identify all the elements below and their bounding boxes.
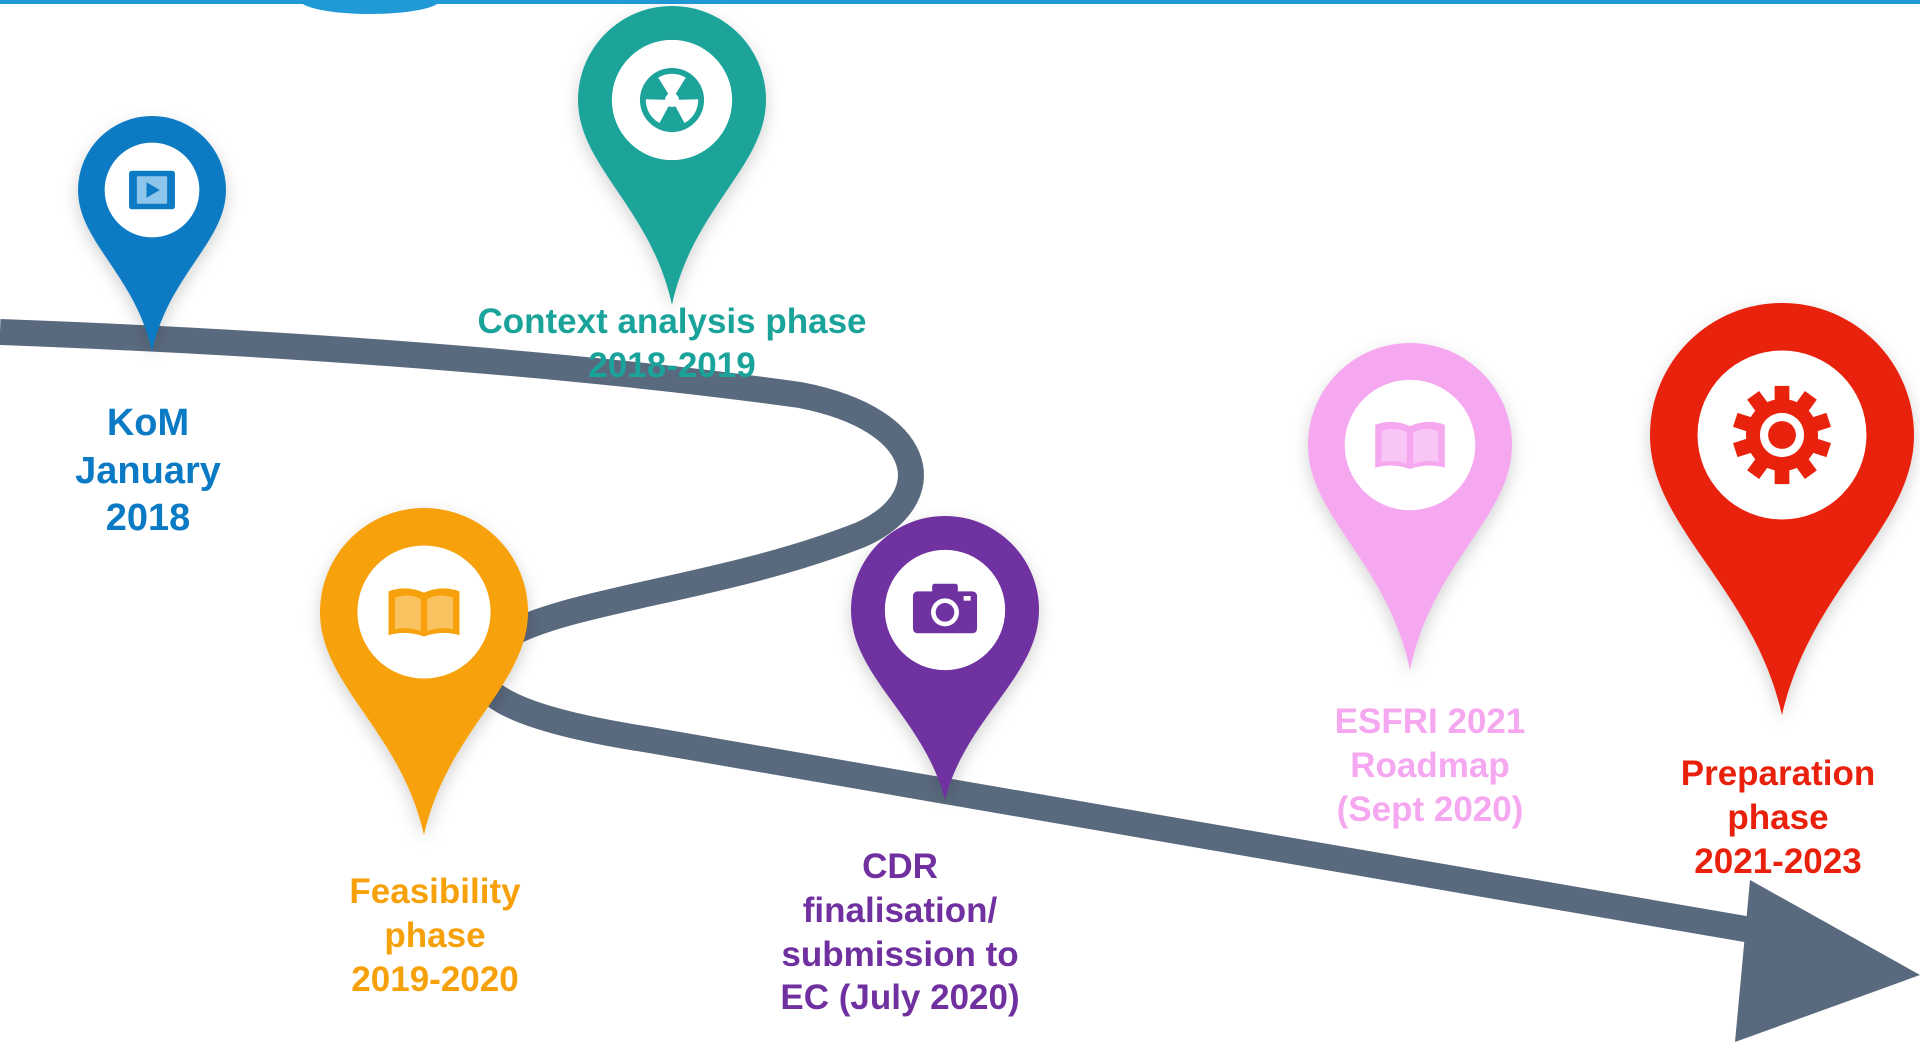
top-accent-tab [300,0,440,14]
milestone-pin-preparation [1650,303,1914,715]
milestone-label-line: Roadmap [1350,745,1510,785]
milestone-label-line: Preparation [1680,754,1876,793]
gear-icon [1733,385,1831,485]
milestone-label-kom: KoM January 2018 [28,400,268,543]
milestone-pin-cdr [851,516,1039,800]
milestone-label-line: 2018-2019 [588,345,756,385]
radiation-icon [639,67,705,133]
milestone-label-line: January [75,449,221,492]
milestone-pin-kom [78,116,226,352]
camera-icon [912,583,978,634]
milestone-pin-feasibility [320,508,528,835]
milestone-label-line: 2018 [105,497,191,539]
milestone-label-line: 2019-2020 [351,959,519,999]
milestone-pin-esfri [1308,343,1512,670]
timeline-road [0,319,1920,1042]
book-icon [388,588,460,637]
milestone-pin-context [578,6,766,305]
milestone-label-line: ESFRI 2021 [1334,702,1526,741]
milestone-label-line: 2021-2023 [1694,841,1862,881]
milestone-label-line: EC (July 2020) [780,978,1020,1018]
arrow-head [1735,880,1920,1042]
milestone-label-line: Context analysis phase [477,302,867,341]
top-accent-bar [0,0,1920,4]
milestone-label-line: CDR [862,847,938,886]
milestone-label-line: KoM [106,402,190,444]
milestone-label-line: submission to [781,934,1019,974]
video-icon [129,170,175,210]
milestone-label-line: Feasibility [349,872,521,911]
milestone-label-line: finalisation/ [802,890,998,930]
milestone-label-line: (Sept 2020) [1336,789,1524,829]
milestone-label-context: Context analysis phase 2018-2019 [412,300,932,388]
milestone-label-line: phase [384,915,486,955]
book-icon [1375,421,1445,470]
milestone-label-line: phase [1727,797,1829,837]
